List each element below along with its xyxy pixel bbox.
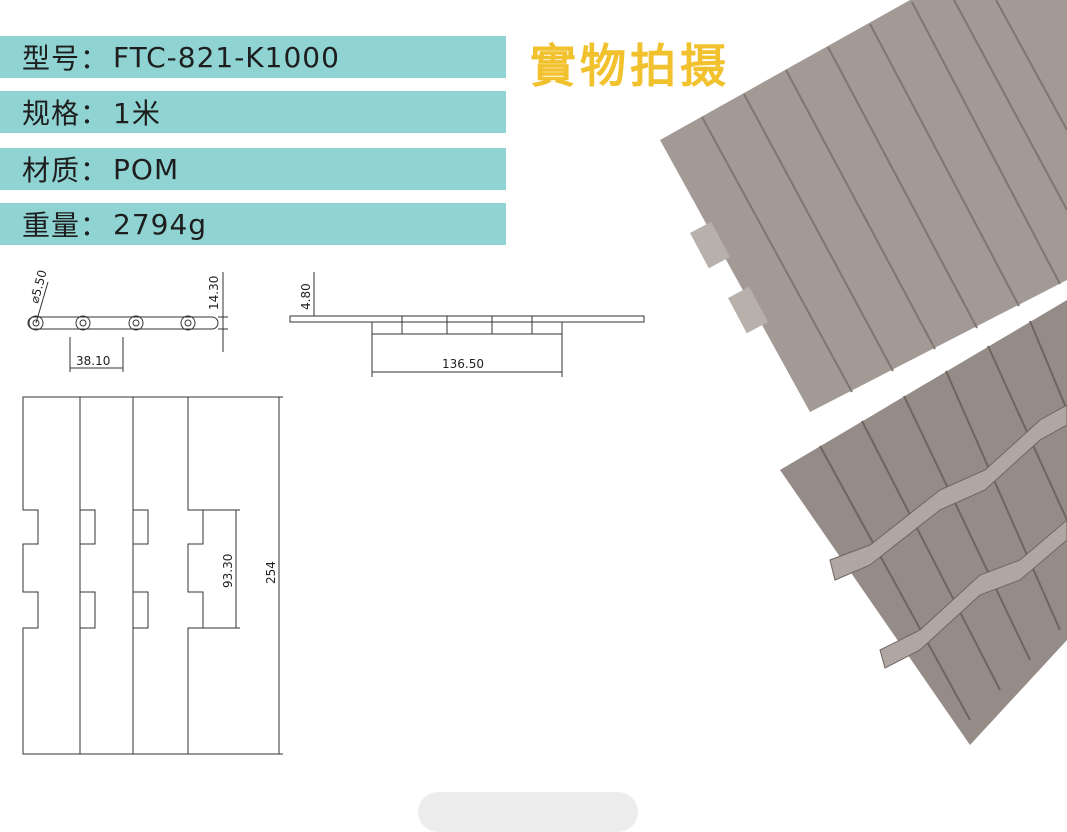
spec-row-size: 规格：1米: [0, 91, 506, 133]
dim-plate-width: 254: [264, 561, 278, 584]
spec-label: 重量: [22, 209, 81, 242]
spec-separator: ：: [80, 154, 110, 187]
spec-value: POM: [113, 152, 180, 186]
spec-value: 1米: [113, 97, 161, 130]
spec-separator: ：: [80, 97, 110, 130]
top-view-drawing: 93.30 254: [22, 396, 283, 755]
dim-thickness: 4.80: [299, 283, 313, 310]
dim-pitch: 38.10: [76, 354, 110, 368]
spec-row-model: 型号：FTC-821-K1000: [0, 36, 506, 78]
dim-height: 14.30: [207, 276, 221, 310]
chain-bottom-illustration: [780, 300, 1067, 745]
spec-label: 型号: [22, 42, 81, 75]
photo-label: 實物拍摄: [530, 39, 730, 93]
spec-label: 规格: [22, 97, 81, 130]
product-photo: [660, 0, 1067, 745]
spec-row-material: 材质：POM: [0, 148, 506, 190]
dim-hinge-width: 136.50: [442, 357, 484, 371]
spec-separator: ：: [80, 209, 110, 242]
spec-row-weight: 重量：2794g: [0, 203, 506, 245]
spec-label: 材质: [22, 154, 81, 187]
bottom-scroll-indicator: [418, 792, 638, 832]
dim-slot-width: 93.30: [221, 554, 235, 588]
spec-value: FTC-821-K1000: [113, 40, 340, 74]
chain-top-illustration: [660, 0, 1067, 412]
front-view-drawing: 4.80 136.50: [289, 272, 645, 377]
spec-value: 2794g: [113, 207, 208, 241]
spec-separator: ：: [80, 42, 110, 75]
side-view-drawing: ⌀5.50 14.30 38.10: [27, 268, 228, 372]
